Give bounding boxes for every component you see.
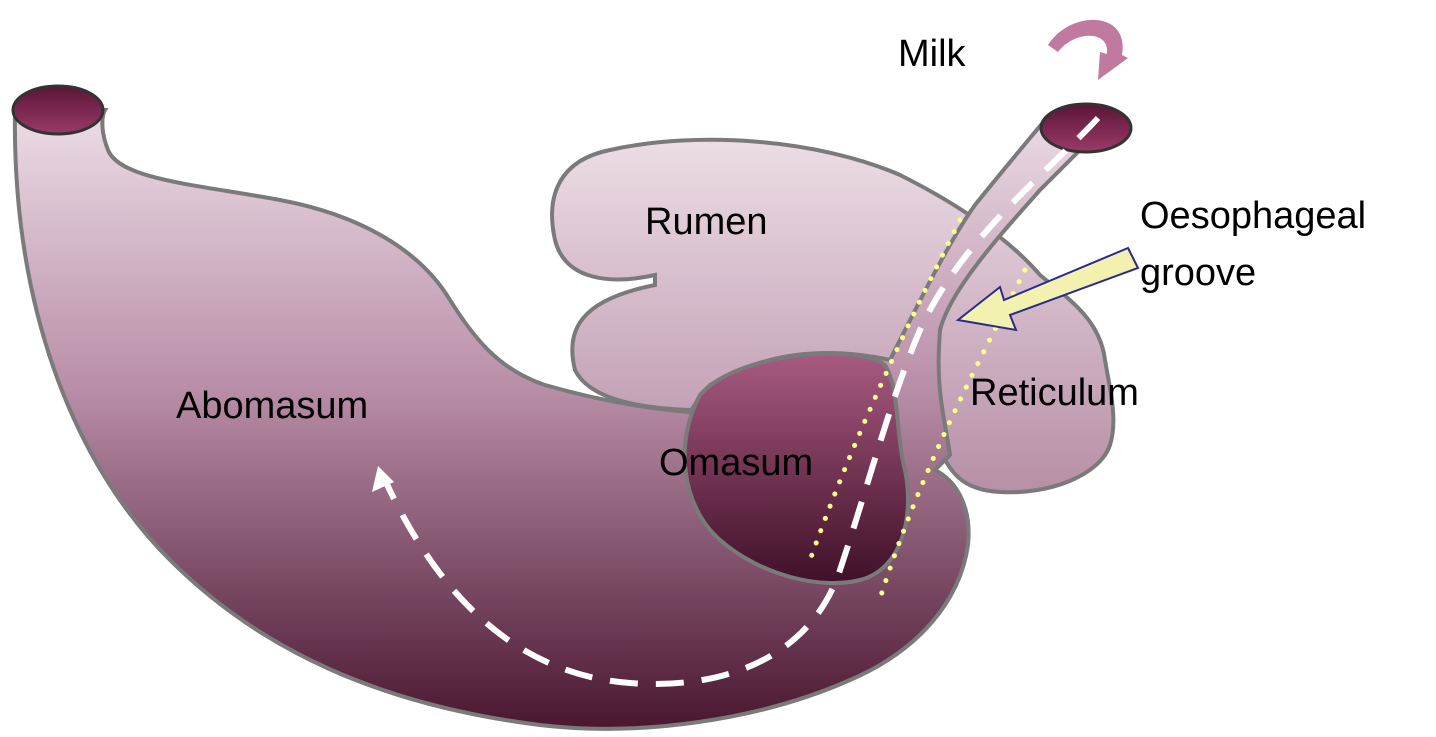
label-groove-line1: Oesophageal bbox=[1140, 195, 1366, 237]
milk-arrow-icon bbox=[1048, 20, 1128, 80]
label-rumen: Rumen bbox=[645, 201, 768, 243]
label-reticulum: Reticulum bbox=[970, 372, 1139, 414]
duodenum-opening bbox=[13, 86, 103, 134]
label-milk: Milk bbox=[898, 33, 967, 75]
label-abomasum: Abomasum bbox=[176, 385, 368, 427]
label-groove-line2: groove bbox=[1140, 252, 1256, 294]
label-omasum: Omasum bbox=[659, 442, 813, 484]
